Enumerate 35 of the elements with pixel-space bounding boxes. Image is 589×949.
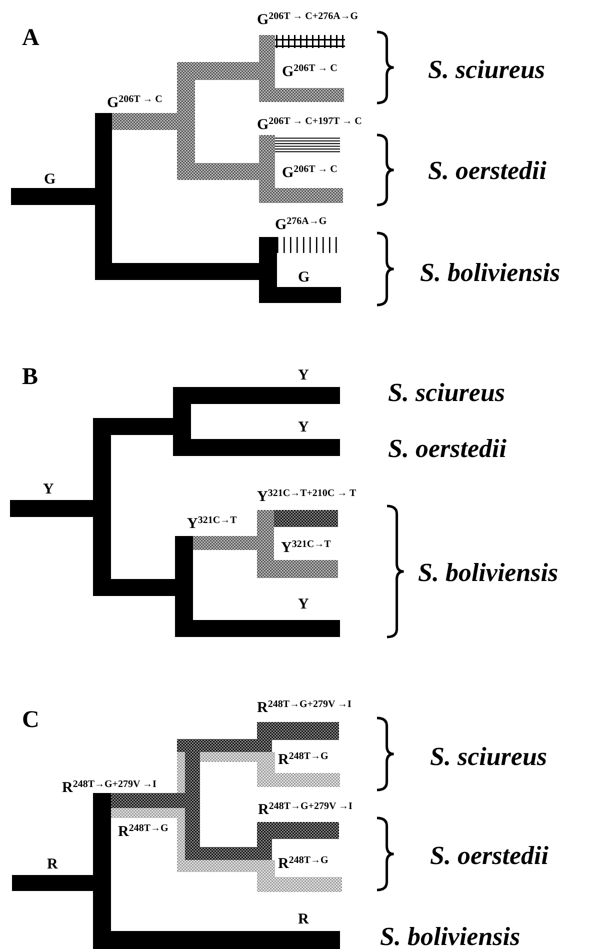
branch-label: R — [47, 858, 58, 872]
branch-label: R$^{248T→G}$ — [278, 856, 328, 872]
branch-label: G$^{206T → C}$ — [282, 165, 338, 181]
species-name: S. sciureus — [388, 380, 506, 406]
branch-label: R — [298, 912, 309, 928]
panel-letter: A — [22, 26, 40, 50]
branch-label: Y — [298, 598, 309, 612]
branch-label: Y — [298, 420, 309, 436]
branch-label: G$^{206T → C}$ — [282, 64, 338, 80]
branch-label: R$^{248T→G}$ — [118, 824, 168, 840]
branch-label: G$^{206T → C+276A→G}$ — [257, 12, 358, 28]
branch-label: G$^{206T → C}$ — [107, 95, 162, 111]
branch-label: Y$^{321C→T}$ — [187, 516, 237, 532]
species-name: S. boliviensis — [380, 924, 520, 949]
panel-letter: B — [22, 365, 38, 389]
branch-label: R$^{248T→G+279V →I}$ — [258, 802, 352, 818]
species-name: S. oerstedii — [428, 158, 546, 184]
branch-label: R$^{248T→G}$ — [278, 752, 328, 768]
species-name: S. sciureus — [430, 744, 548, 770]
species-name: S. boliviensis — [420, 260, 560, 286]
branch-label: Y — [43, 482, 54, 498]
panel-letter: C — [22, 708, 40, 732]
branch-label: R$^{248T→G+279V →I}$ — [257, 700, 352, 716]
species-name: S. boliviensis — [418, 560, 558, 586]
species-name: S. oerstedii — [430, 843, 548, 869]
branch-label: Y$^{321C→T}$ — [281, 540, 331, 556]
branch-label: R$^{248T→G+279V →I}$ — [62, 780, 156, 796]
branch-label: G — [298, 270, 310, 286]
species-name: S. sciureus — [428, 57, 546, 83]
branch-label: G$^{276A→G}$ — [275, 217, 327, 233]
branch-label: G — [44, 172, 56, 188]
branch-label: G$^{206T → C+197T → C}$ — [257, 117, 362, 133]
branch-label: Y$^{321C→T+210C → T}$ — [257, 489, 356, 505]
branch-label: Y — [298, 368, 309, 384]
species-name: S. oerstedii — [388, 436, 506, 462]
